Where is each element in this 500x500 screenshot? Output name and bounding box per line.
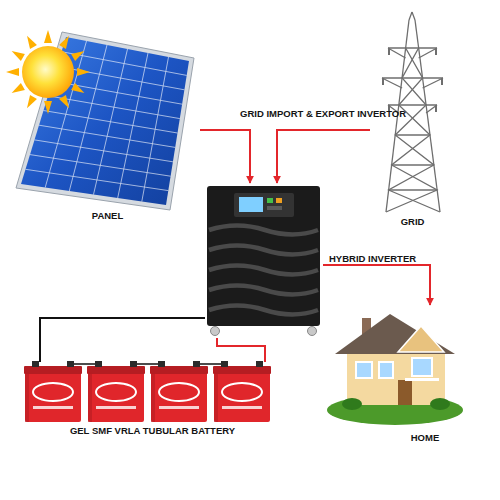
tower-brace [388,105,399,113]
battery-link [137,363,158,365]
house-roof [335,314,455,354]
tower-crossarm [388,104,437,105]
cabinet-waves [209,226,318,315]
sun-ray [44,101,52,114]
sun-ray [59,34,72,49]
sun [6,30,90,114]
sun-disc [22,46,74,98]
sun-ray [24,34,37,49]
tower-rung [395,134,430,135]
power-connector [200,130,250,183]
tower-brace [388,48,406,58]
house-shrub [430,398,450,410]
battery [150,361,208,422]
power-connector [40,318,205,362]
sun-ray [44,30,52,43]
cabinet-wave [209,306,318,315]
sun-ray [10,83,25,96]
panel-frame [16,32,194,210]
sun-ray [10,48,25,61]
tower-peak [412,12,415,20]
transmission-tower [382,12,443,212]
house-wall [347,348,445,405]
component-label: PANEL [15,210,200,221]
connector-label: GRID IMPORT & EXPORT INVERTOR [240,108,406,119]
cabinet-button [267,206,282,210]
cabinet-body [207,186,320,326]
tower-brace [419,48,437,58]
power-connector [323,265,430,305]
inverter-cabinet [207,186,320,336]
panel-grid-line [53,81,183,104]
component-label: GRID [370,216,455,227]
cabinet-led [276,198,282,203]
cabinet-screen [239,197,263,212]
tower-insulator [382,78,384,85]
power-connector [217,338,265,362]
tower-insulator [388,105,390,112]
component-node: PANEL [15,30,200,222]
tower-brace [382,78,402,88]
panel-grid-line [48,96,180,119]
cabinet-wheel [211,327,220,336]
panel-grid-line [26,169,169,190]
component-label: GEL SMF VRLA TUBULAR BATTERY [20,425,285,436]
battery-bank [24,361,271,422]
tower-insulator [441,78,443,85]
panel-grid-line [44,111,178,134]
sun-ray [77,68,90,76]
sun-ray [24,95,37,110]
panel-cells [21,37,189,205]
tower-brace [423,78,443,88]
cabinet-wave [209,286,318,295]
component-node: HOME [325,305,470,445]
tower-crossarm [388,47,437,48]
cabinet-wave [209,226,318,235]
component-node: HYBRID INVERTER [205,183,323,338]
battery [213,361,271,422]
power-connector [277,130,370,183]
tower-insulator [435,48,437,55]
sun-ray [6,68,19,76]
house-window [412,358,432,376]
battery-link [200,363,221,365]
cabinet-wave [209,266,318,275]
tower-lattice [389,48,440,212]
battery-link [74,363,95,365]
cabinet-wheel [308,327,317,336]
component-node: GRID [370,15,455,227]
sun-ray [71,48,86,61]
battery [24,361,82,422]
tower-crossarm [382,77,443,78]
component-label: HOME [395,432,455,443]
cabinet-wave [209,246,318,255]
house-shrub [342,398,362,410]
tower-rung [389,189,438,190]
house [327,314,463,425]
house-door [398,380,412,405]
component-label: HYBRID INVERTER [329,253,449,264]
tower-peak [409,12,412,20]
house-balcony [405,378,439,381]
cabinet-display-panel [234,193,294,217]
tower-insulator [435,105,437,112]
house-window [379,362,393,378]
battery [87,361,145,422]
component-node: GEL SMF VRLA TUBULAR BATTERY [20,362,285,438]
tower-rung [392,164,434,165]
sun-ray [71,83,86,96]
house-window [356,362,372,378]
tower-insulator [388,48,390,55]
house-gable [398,326,444,352]
cabinet-led [267,198,273,203]
solar-panel [16,32,194,210]
tower-brace [426,105,437,113]
sun-ray [59,95,72,110]
